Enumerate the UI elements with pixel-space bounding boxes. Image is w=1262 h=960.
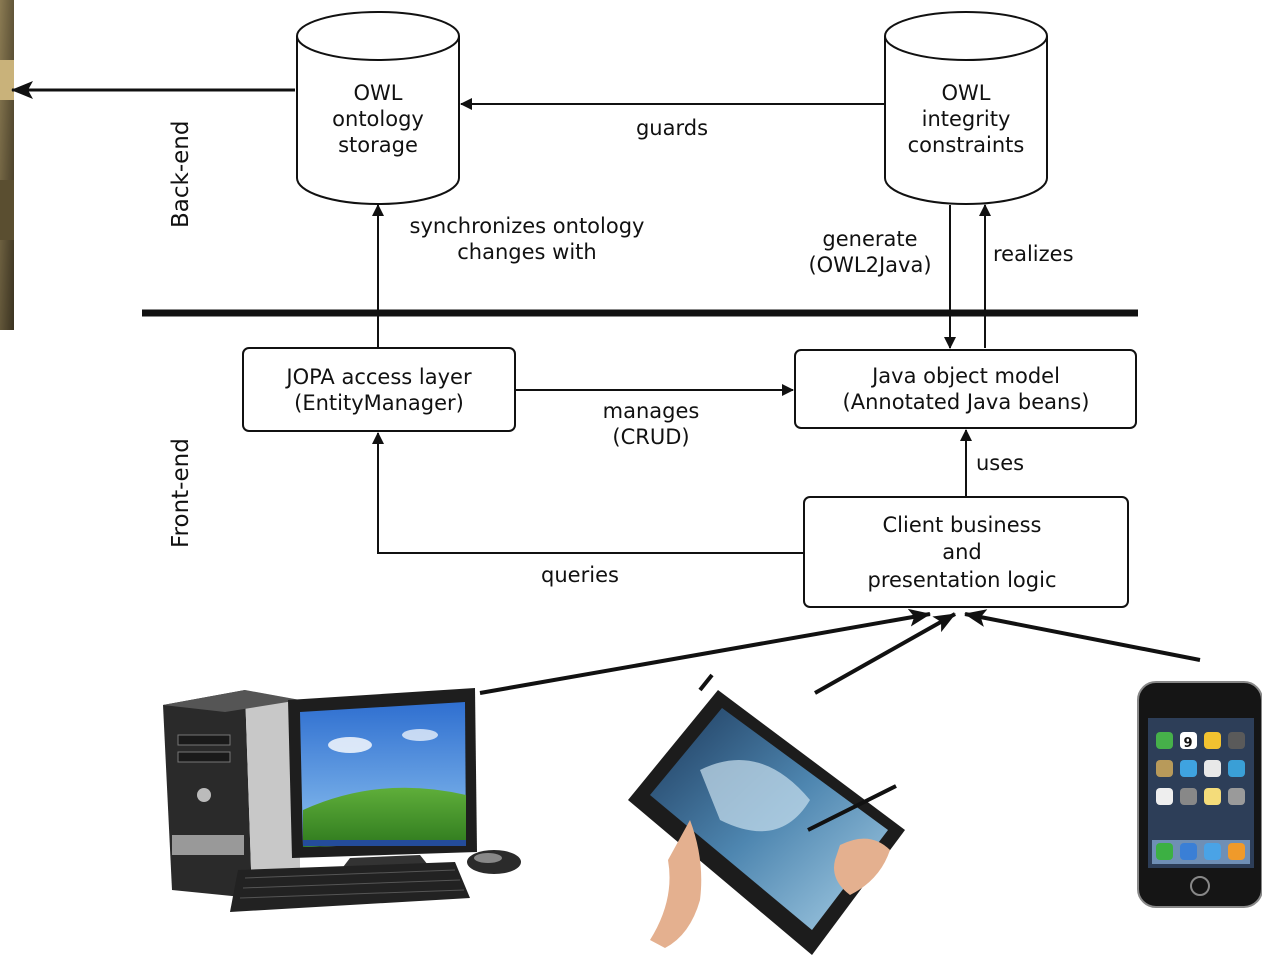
phone-to-client-arrow — [964, 609, 1201, 662]
synchronizes-label-line1: synchronizes ontology — [410, 214, 645, 238]
phone-calendar-date: 9 — [1183, 736, 1192, 751]
client-label-line1: Client business — [883, 513, 1042, 537]
phone-app-icons — [1152, 732, 1250, 864]
manages-label-line1: manages — [603, 399, 700, 423]
storage-label-line1: OWL — [354, 81, 403, 105]
smartphone-image: 9 — [1137, 681, 1262, 908]
phone-home-button — [1190, 876, 1210, 896]
client-label-line2: and — [942, 540, 982, 564]
generate-label-line2: (OWL2Java) — [808, 253, 931, 277]
client-label-line3: presentation logic — [868, 568, 1057, 592]
queries-label: queries — [541, 563, 619, 587]
client-logic-box: Client business and presentation logic — [803, 496, 1129, 608]
jopa-label-line2: (EntityManager) — [294, 391, 464, 415]
owl-ontology-storage-cylinder: OWL ontology storage — [296, 11, 460, 205]
left-edge-photo-fragment — [0, 0, 14, 330]
storage-label-line2: ontology — [332, 107, 424, 131]
java-object-model-box: Java object model (Annotated Java beans) — [794, 349, 1137, 429]
queries-arrow — [372, 432, 804, 554]
front-end-layer-label: Front-end — [168, 438, 194, 548]
constraints-label-line1: OWL — [942, 81, 991, 105]
desktop-computer-image — [163, 688, 521, 912]
constraints-label-line2: integrity — [922, 107, 1011, 131]
jopa-label-line1: JOPA access layer — [284, 365, 472, 389]
tablet-image — [628, 673, 905, 955]
back-end-layer-label: Back-end — [168, 121, 194, 228]
desktop-to-client-arrow — [479, 608, 931, 695]
manages-label-line2: (CRUD) — [612, 425, 689, 449]
guards-label: guards — [636, 116, 708, 140]
constraints-label-line3: constraints — [908, 133, 1025, 157]
storage-label-line3: storage — [338, 133, 418, 157]
model-label-line2: (Annotated Java beans) — [843, 390, 1090, 414]
model-label-line1: Java object model — [870, 364, 1060, 388]
generate-label-line1: generate — [822, 227, 917, 251]
jopa-access-layer-box: JOPA access layer (EntityManager) — [242, 347, 516, 432]
owl-integrity-constraints-cylinder: OWL integrity constraints — [884, 11, 1048, 205]
realizes-label: realizes — [993, 242, 1074, 266]
tablet-to-client-arrow — [814, 612, 956, 695]
synchronizes-label-line2: changes with — [457, 240, 596, 264]
uses-label: uses — [976, 451, 1024, 475]
